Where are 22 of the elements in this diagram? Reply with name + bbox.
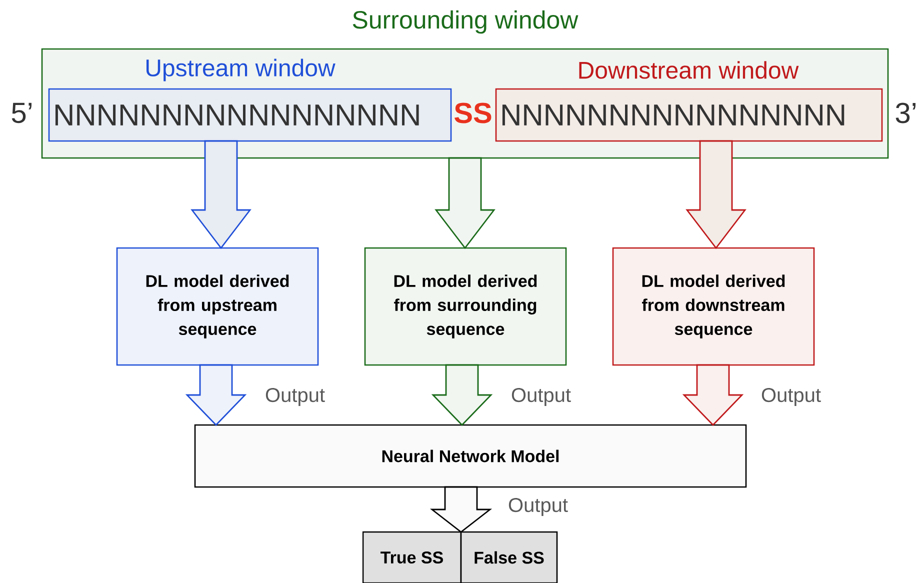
sequence-window-box: Downstream window NNNNNNNNNNNNNNNN <box>495 61 883 142</box>
block-arrow <box>190 140 252 250</box>
block-arrow <box>431 364 493 426</box>
model-box: DL model derived from upstream sequence <box>116 247 319 366</box>
sequence-window-box: Upstream window NNNNNNNNNNNNNNNNN <box>48 58 452 142</box>
node-label: Downstream window <box>579 61 799 79</box>
edge-label: Output <box>264 386 326 408</box>
block-arrow <box>185 364 247 426</box>
node-label: Upstream window <box>146 58 336 82</box>
block-arrow <box>686 140 746 250</box>
model-box: Neural Network Model <box>194 424 747 488</box>
model-box: DL model derived from downstream sequence <box>612 247 815 366</box>
edge-label: Output <box>506 496 570 518</box>
result-cell: False SS <box>460 531 558 583</box>
model-box: DL model derived from surrounding sequence <box>364 247 567 366</box>
result-cell: True SS <box>362 531 462 583</box>
edge-label: Output <box>510 386 572 408</box>
block-arrow <box>430 486 492 533</box>
edge-label: Output <box>760 386 822 408</box>
block-arrow <box>434 157 496 250</box>
block-arrow <box>682 364 744 426</box>
splice-site-label: SS <box>454 102 492 124</box>
